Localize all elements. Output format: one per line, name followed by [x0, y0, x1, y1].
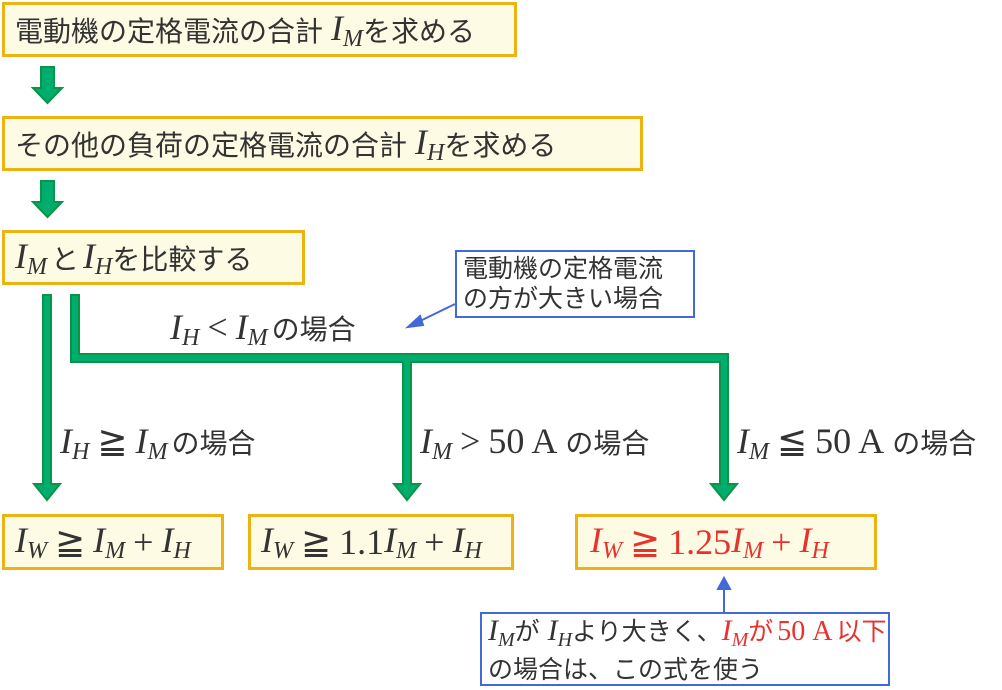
step-motor-current-total: 電動機の定格電流の合計 IM を求める	[2, 2, 517, 57]
var-ih: IH	[415, 121, 445, 166]
callout-arrow-icon	[716, 575, 732, 590]
step-compare: IM と IH を比較する	[2, 230, 305, 285]
arrow-down-icon	[30, 180, 65, 219]
var-im: IM	[331, 7, 364, 52]
var-ih: IH	[83, 235, 113, 280]
arrow-down-icon	[31, 294, 63, 502]
arrow-down-icon	[30, 66, 65, 105]
branch-connector	[70, 294, 740, 502]
var-im: IM	[15, 235, 47, 280]
note-motor-current-larger: 電動機の定格電流 の方が大きい場合	[455, 250, 695, 318]
callout-arrow-icon	[404, 314, 425, 329]
result-formula-basic: IW≧IM+IH	[2, 514, 224, 570]
step-other-load-current-total: その他の負荷の定格電流の合計 IH を求める	[2, 116, 643, 171]
